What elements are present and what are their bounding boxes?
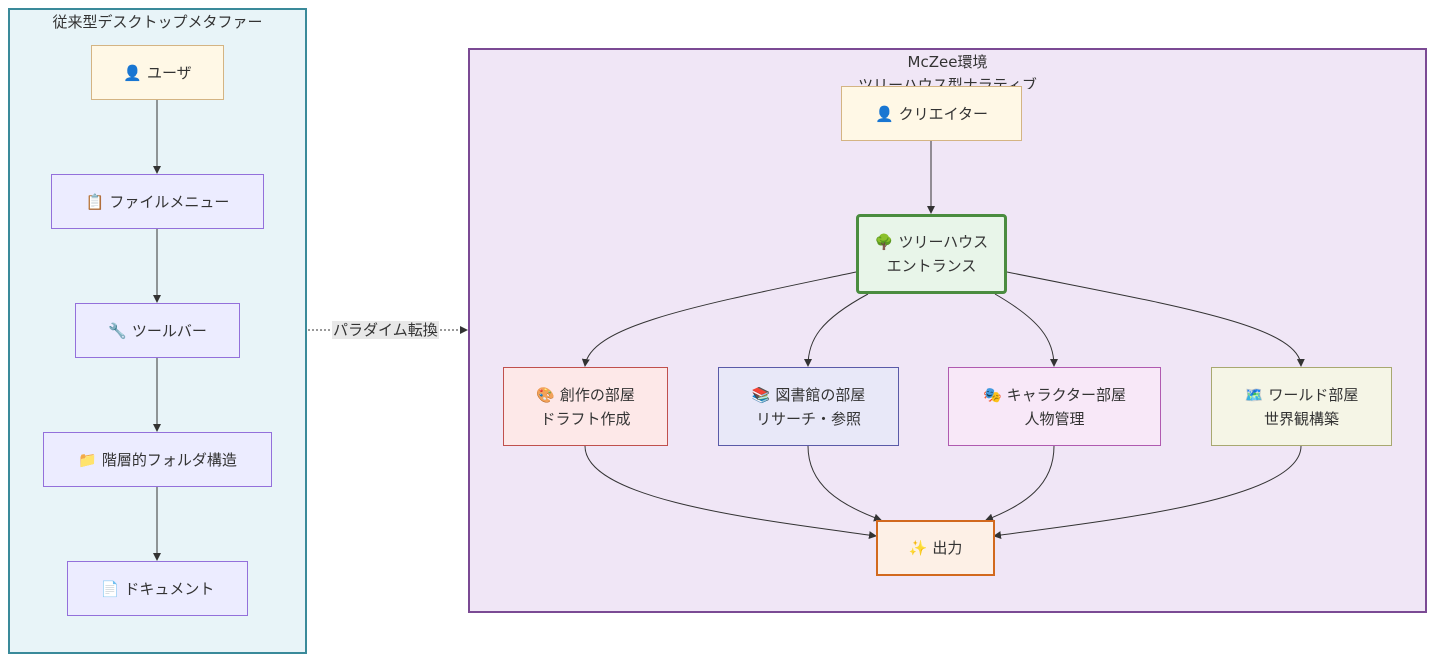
node-entrance-line1: ツリーハウス bbox=[898, 233, 989, 251]
node-toolbar-label: ツールバー bbox=[131, 321, 207, 340]
cluster-title-traditional: 従来型デスクトップメタファー bbox=[52, 13, 263, 31]
document-icon: 📄 bbox=[100, 579, 120, 598]
edge-entrance-library bbox=[804, 293, 869, 367]
node-user[interactable]: 👤ユーザ bbox=[91, 45, 224, 100]
wrench-icon: 🔧 bbox=[108, 321, 127, 340]
palette-icon: 🎨 bbox=[536, 385, 555, 404]
edge-world-output bbox=[993, 445, 1302, 540]
user-icon: 👤 bbox=[874, 104, 894, 123]
node-room-character[interactable]: 🎭キャラクター部屋 人物管理 bbox=[948, 367, 1161, 446]
edge-label-paradigm-shift: パラダイム転換 bbox=[332, 321, 439, 339]
clipboard-icon: 📋 bbox=[85, 192, 105, 211]
edge-entrance-world bbox=[1006, 271, 1305, 367]
edge-create-output bbox=[584, 445, 877, 540]
node-room-library[interactable]: 📚図書館の部屋 リサーチ・参照 bbox=[718, 367, 899, 446]
books-icon: 📚 bbox=[751, 385, 771, 404]
masks-icon: 🎭 bbox=[982, 385, 1002, 404]
map-icon: 🗺️ bbox=[1244, 385, 1264, 404]
folder-icon: 📁 bbox=[78, 450, 97, 469]
node-room-create-line1: 創作の部屋 bbox=[559, 385, 635, 404]
node-toolbar[interactable]: 🔧ツールバー bbox=[75, 303, 240, 358]
edge-character-output bbox=[985, 445, 1055, 522]
node-output-label: 出力 bbox=[932, 539, 963, 557]
node-creator-label: クリエイター bbox=[898, 104, 989, 123]
node-room-library-line1: 図書館の部屋 bbox=[775, 385, 866, 404]
edge-library-output bbox=[807, 445, 882, 522]
node-file-menu[interactable]: 📋ファイルメニュー bbox=[51, 174, 264, 229]
cluster-title-mczee-line1: McZee環境 bbox=[907, 53, 988, 71]
node-entrance[interactable]: 🌳ツリーハウス エントランス bbox=[856, 214, 1007, 294]
node-folders-label: 階層的フォルダ構造 bbox=[101, 450, 237, 469]
edge-entrance-character bbox=[994, 293, 1058, 367]
node-entrance-line2: エントランス bbox=[886, 257, 977, 275]
node-room-world-line1: ワールド部屋 bbox=[1268, 385, 1359, 404]
node-file-menu-label: ファイルメニュー bbox=[109, 192, 230, 211]
node-room-character-line1: キャラクター部屋 bbox=[1006, 385, 1127, 404]
sparkles-icon: ✨ bbox=[908, 539, 928, 557]
node-document-label: ドキュメント bbox=[124, 579, 215, 598]
node-room-create-line2: ドラフト作成 bbox=[540, 409, 631, 428]
node-folders[interactable]: 📁階層的フォルダ構造 bbox=[43, 432, 272, 487]
cluster-mczee: McZee環境 ツリーハウス型ナラティブ bbox=[468, 48, 1427, 613]
node-user-label: ユーザ bbox=[146, 63, 192, 82]
edge-entrance-create bbox=[581, 271, 857, 367]
node-creator[interactable]: 👤クリエイター bbox=[841, 86, 1022, 141]
node-room-world[interactable]: 🗺️ワールド部屋 世界観構築 bbox=[1211, 367, 1392, 446]
node-room-character-line2: 人物管理 bbox=[1024, 409, 1085, 428]
node-room-world-line2: 世界観構築 bbox=[1263, 409, 1339, 428]
node-room-create[interactable]: 🎨創作の部屋 ドラフト作成 bbox=[503, 367, 668, 446]
node-room-library-line2: リサーチ・参照 bbox=[755, 409, 861, 428]
node-output[interactable]: ✨出力 bbox=[876, 520, 995, 576]
node-document[interactable]: 📄ドキュメント bbox=[67, 561, 248, 616]
user-icon: 👤 bbox=[123, 63, 142, 82]
cluster-title-mczee-line2: ツリーハウス型ナラティブ bbox=[858, 76, 1037, 89]
tree-icon: 🌳 bbox=[874, 233, 894, 251]
